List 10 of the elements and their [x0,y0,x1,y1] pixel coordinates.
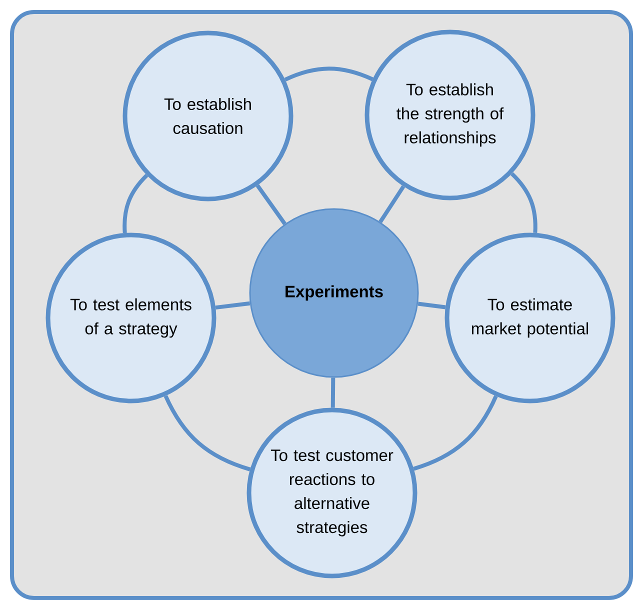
ring-arc [413,395,498,471]
ring-arc [284,66,374,82]
ring-arc [164,395,251,472]
spoke-line [330,378,336,408]
spoke-line [418,302,446,310]
spoke-line [378,185,406,224]
spoke-line [256,184,286,226]
spoke-line [215,301,250,310]
ring-arc [122,174,148,234]
ring-arc [510,172,538,233]
